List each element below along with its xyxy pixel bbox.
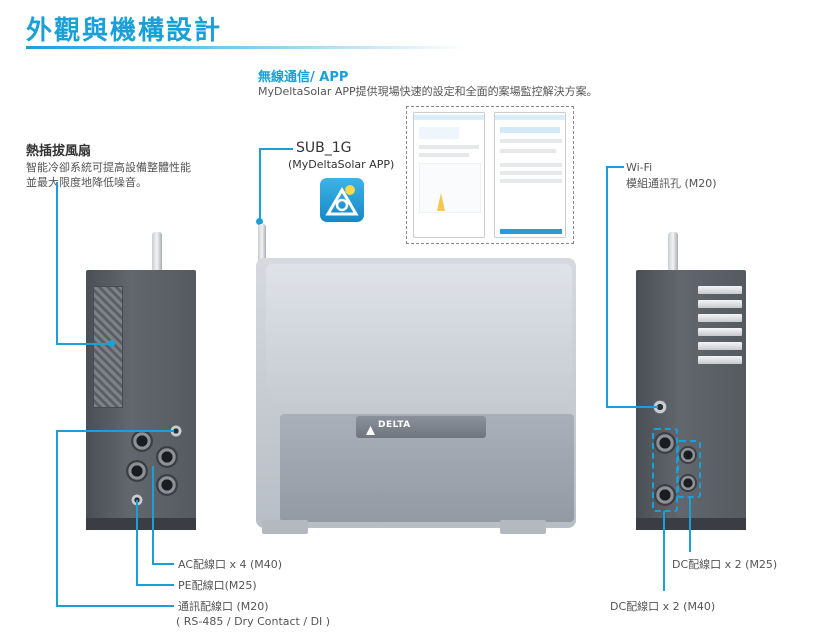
sub1g-label: SUB_1G (296, 140, 352, 156)
vent-slot (698, 286, 742, 294)
wifi-port-label: 模組通訊孔 (M20) (626, 177, 717, 190)
pe-leader-h (136, 584, 174, 586)
sub1g-app-icon (320, 178, 364, 222)
dc-m25-port-2 (679, 474, 697, 492)
sub1g-leader-dot (256, 218, 263, 225)
fan-leader-v (56, 182, 58, 344)
ac-port-label: AC配線口 x 4 (M40) (178, 558, 283, 571)
ac-port-4 (156, 474, 178, 496)
comm-leader-v (56, 430, 58, 606)
title-rule (26, 46, 466, 49)
vent-slot (698, 356, 742, 364)
ac-port-1 (131, 430, 153, 452)
wifi-leader-top (606, 166, 624, 168)
dc-m25-label: DC配線口 x 2 (M25) (672, 558, 778, 571)
fan-section-title: 熱插拔風扇 (26, 144, 92, 159)
delta-logo-text: DELTA (378, 420, 411, 430)
pe-port-label: PE配線口(M25) (178, 579, 257, 592)
sub1g-leader-h (259, 148, 293, 150)
comm-leader-bottom (56, 605, 174, 607)
vent-slot (698, 314, 742, 322)
comm-port-label: 通訊配線口 (M20) (178, 600, 269, 613)
sub1g-app-label: (MyDeltaSolar APP) (288, 158, 395, 171)
fan-section-line2: 並最大限度地降低噪音。 (26, 176, 147, 189)
left-antenna (152, 232, 162, 272)
app-section-desc: MyDeltaSolar APP提供現場快速的設定和全面的案場監控解決方案。 (258, 85, 598, 98)
wifi-label: Wi-Fi (626, 161, 653, 174)
comm-leader-h (56, 430, 174, 432)
wifi-module-port (653, 400, 667, 414)
ac-port-2 (156, 446, 178, 468)
dc-m40-port-2 (654, 484, 676, 506)
vent-slot (698, 328, 742, 336)
sub1g-leader-v (259, 148, 261, 220)
app-screenshots-frame (406, 106, 574, 244)
vent-slot (698, 300, 742, 308)
app-screenshot-connection (494, 112, 566, 238)
comm-port-detail: ( RS-485 / Dry Contact / DI ) (176, 615, 331, 628)
inverter-foot-right (500, 520, 546, 534)
vent-slot (698, 342, 742, 350)
delta-logo-plate (356, 416, 486, 438)
right-antenna (668, 232, 678, 272)
hot-swap-fan (93, 286, 123, 408)
app-screenshot-dashboard (413, 112, 485, 238)
inverter-foot-left (262, 520, 308, 534)
delta-logo-icon (365, 421, 376, 435)
dc-m40-leader (663, 511, 665, 591)
ac-leader-h (152, 563, 174, 565)
dc-m25-port-1 (679, 446, 697, 464)
dc-m25-leader (689, 496, 691, 552)
ac-port-3 (126, 460, 148, 482)
comm-port (170, 425, 182, 437)
app-section-title: 無線通信/ APP (258, 70, 349, 85)
ac-leader-v (152, 466, 154, 564)
fan-section-line1: 智能冷卻系統可提高設備整體性能 (26, 161, 191, 174)
fan-leader-dot (108, 340, 115, 347)
wifi-leader-v (606, 166, 608, 408)
dc-m40-label: DC配線口 x 2 (M40) (610, 600, 716, 613)
pe-leader-v (136, 500, 138, 585)
right-side-base (636, 518, 746, 530)
fan-leader-h (56, 343, 112, 345)
page-title: 外觀與機構設計 (26, 16, 223, 46)
inverter-top-cover (266, 264, 572, 414)
left-side-base (86, 518, 196, 530)
dc-m40-port-1 (654, 432, 676, 454)
wifi-leader-h (606, 406, 658, 408)
